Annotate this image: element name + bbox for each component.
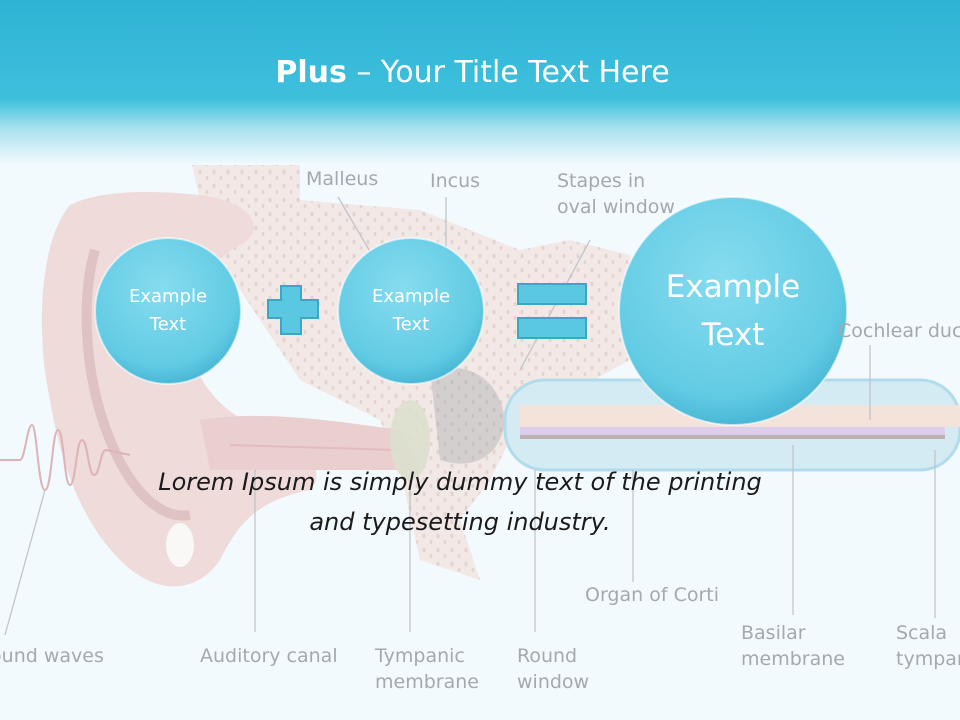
label-cochlear-duct: Cochlear duct	[838, 320, 960, 342]
label-basilar-membrane: Basilar membrane	[741, 622, 845, 670]
plus-icon	[267, 285, 319, 335]
auditory-canal	[200, 415, 420, 470]
left-circle-text: Example Text	[128, 286, 208, 335]
middle-circle	[337, 237, 485, 385]
label-round-window: Round window	[517, 645, 590, 693]
label-sound-waves: Sound waves	[0, 645, 104, 667]
title-bold: Plus	[275, 55, 347, 90]
left-circle	[94, 237, 242, 385]
label-organ-of-corti: Organ of Corti	[585, 584, 720, 606]
label-malleus: Malleus	[306, 168, 379, 190]
label-scala: Scala tympani	[896, 622, 960, 670]
slide-title: Plus – Your Title Text Here	[0, 55, 945, 90]
result-circle-text: Example Text	[665, 269, 801, 353]
equals-icon	[517, 283, 587, 339]
title-rest: – Your Title Text Here	[346, 55, 670, 90]
label-incus: Incus	[430, 170, 481, 192]
tympanic-membrane	[390, 400, 430, 480]
title-bar	[0, 0, 960, 165]
sound-wave	[0, 423, 131, 492]
body-text: Lorem Ipsum is simply dummy text of the …	[158, 468, 762, 536]
middle-circle-text: Example Text	[371, 286, 451, 335]
label-tympanic-membrane: Tympanic membrane	[375, 645, 479, 693]
result-circle	[618, 196, 848, 426]
label-stapes: Stapes in oval window	[557, 170, 675, 218]
label-auditory-canal: Auditory canal	[200, 645, 338, 667]
